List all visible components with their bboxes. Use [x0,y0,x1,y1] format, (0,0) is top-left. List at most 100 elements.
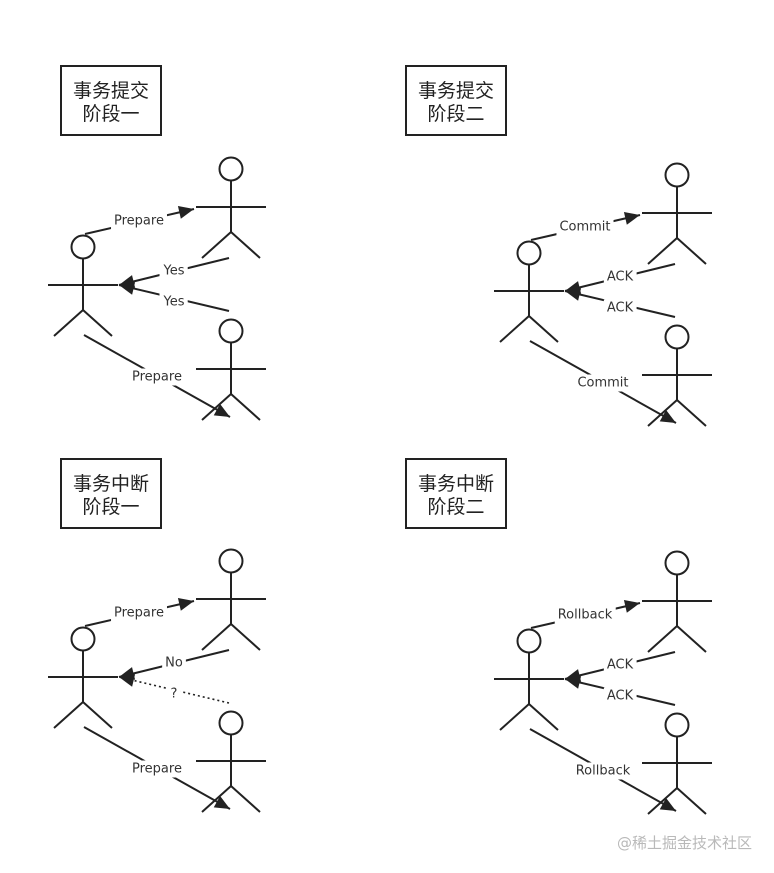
actor-left-leg [201,393,232,421]
arrow-head [119,674,136,687]
actor-head [664,324,690,350]
actor-right-leg [230,231,261,259]
participant-actor-top [642,162,712,265]
participant-actor-top [642,550,712,653]
actor-left-leg [647,237,678,265]
message-label-bg [111,604,167,622]
actor-head [516,628,542,654]
actor-left-leg [647,787,678,815]
message-label-bg [111,212,167,230]
arrow-head [659,797,676,811]
arrow-head [623,600,640,613]
actor-right-leg [528,703,559,731]
participant-actor-top [196,548,266,651]
arrow-head [565,288,582,301]
message-label: Rollback [558,608,613,623]
message-from-top: Yes [118,257,230,288]
actor-right-leg [230,785,261,813]
phase-title-line1: 事务中断 [73,473,149,495]
message-label: Prepare [114,214,164,229]
message-to-top: Prepare [84,598,195,627]
phase-title-line1: 事务提交 [73,80,149,102]
arrow-head [659,409,676,423]
phase-title-box [405,65,507,136]
message-label: ACK [607,270,634,285]
message-label: ACK [607,689,634,704]
actor-left-leg [647,399,678,427]
message-from-top: No [118,649,230,680]
message-label: Prepare [132,370,182,385]
message-label: No [165,656,183,671]
arrow-head [213,403,230,417]
message-to-bottom: Prepare [83,334,231,418]
message-to-bottom: Rollback [529,728,677,812]
actor-right-leg [676,237,707,265]
message-label: Yes [163,295,185,310]
actor-left-leg [201,785,232,813]
message-label: Rollback [576,764,631,779]
coordinator-actor [48,626,118,729]
message-label: Prepare [132,762,182,777]
coordinator-actor [494,240,564,343]
actor-right-leg [230,393,261,421]
actor-head [664,712,690,738]
actor-right-leg [528,315,559,343]
phase-title-line2: 阶段一 [82,496,139,518]
message-label: Commit [559,220,610,235]
phase-title-line2: 阶段二 [427,103,484,125]
phase-title-line1: 事务提交 [418,80,494,102]
actor-head [664,162,690,188]
phase-title-line2: 阶段二 [427,496,484,518]
arrow-head [177,206,194,219]
message-label-bg [574,374,632,392]
message-from-bottom: ACK [564,676,676,706]
message-from-bottom: ? [118,674,230,704]
phase-title-line1: 事务中断 [418,473,494,495]
message-from-bottom: Yes [118,282,230,312]
actor-head [70,234,96,260]
phase-title-line2: 阶段一 [82,103,139,125]
message-from-bottom: ACK [564,288,676,318]
message-label-bg [554,606,616,624]
message-to-bottom: Commit [529,340,677,424]
phase-title-box [60,458,162,529]
actor-left-leg [201,623,232,651]
actor-right-leg [676,625,707,653]
actor-head [664,550,690,576]
actor-head [218,156,244,182]
message-label: Yes [163,264,185,279]
message-from-top: ACK [564,651,676,682]
actor-left-leg [53,309,84,337]
message-label-bg [129,760,185,778]
message-label-bg [603,656,637,674]
watermark: @稀土掘金技术社区 [616,834,752,852]
arrow-head [623,212,640,225]
message-label-bg [603,268,637,286]
actor-left-leg [499,315,530,343]
message-label: Commit [577,376,628,391]
arrow-head [565,676,582,689]
message-to-top: Prepare [84,206,195,235]
actor-left-leg [647,625,678,653]
actor-left-leg [53,701,84,729]
participant-actor-bottom [642,712,712,815]
message-label-bg [162,654,186,672]
message-from-top: ACK [564,263,676,294]
participant-actor-bottom [196,318,266,421]
arrow-head [177,598,194,611]
message-label-bg [572,762,634,780]
arrow-head [119,282,136,295]
message-label-bg [159,262,188,280]
message-label: ? [171,687,178,702]
message-label-bg [167,685,181,703]
participant-actor-bottom [642,324,712,427]
actor-right-leg [676,787,707,815]
actor-right-leg [676,399,707,427]
coordinator-actor [494,628,564,731]
actor-head [218,548,244,574]
